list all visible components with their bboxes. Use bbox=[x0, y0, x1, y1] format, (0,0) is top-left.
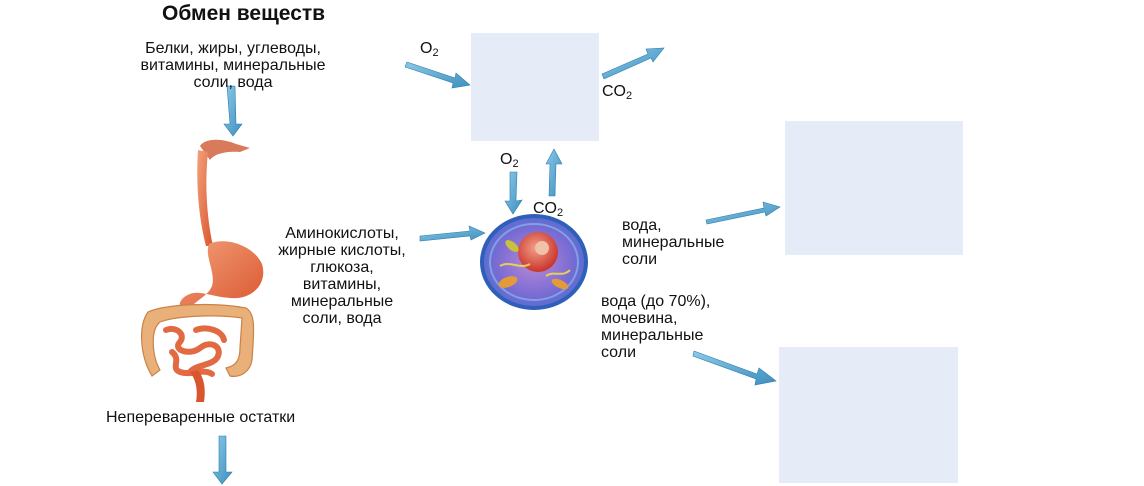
arrow-undigested-down bbox=[212, 435, 233, 485]
cell-illustration bbox=[480, 214, 588, 310]
label-intake-line-2: витамины, минеральные bbox=[140, 57, 326, 74]
arrows bbox=[212, 47, 781, 485]
label-o2-main: O2 bbox=[420, 40, 439, 62]
label-co2-cell-text: CO bbox=[533, 200, 557, 217]
label-urine: вода (до 70%), мочевина, минеральные сол… bbox=[601, 293, 710, 361]
arrow-to-kidneys bbox=[692, 350, 777, 386]
label-o2-main-sub: 2 bbox=[432, 47, 439, 59]
arrow-to-cell bbox=[419, 225, 486, 242]
label-absorbed: Аминокислоты, жирные кислоты, глюкоза, в… bbox=[252, 225, 432, 327]
diagram-title: Обмен веществ bbox=[162, 2, 326, 25]
label-co2-cell: CO2 bbox=[533, 200, 563, 222]
blank-box-lungs bbox=[471, 33, 599, 141]
label-water-salts: вода, минеральные соли bbox=[622, 217, 724, 268]
label-co2-main: CO2 bbox=[602, 83, 632, 105]
label-urine-line-3: минеральные bbox=[601, 327, 704, 344]
label-water-salts-line-1: вода, bbox=[622, 217, 662, 234]
label-intake-line-1: Белки, жиры, углеводы, bbox=[145, 40, 321, 57]
arrow-o2-in bbox=[404, 61, 471, 89]
blank-box-skin bbox=[785, 121, 963, 255]
label-urine-line-1: вода (до 70%), bbox=[601, 293, 711, 310]
arrow-o2-down bbox=[504, 171, 523, 215]
label-absorbed-line-5: минеральные bbox=[290, 293, 394, 310]
label-absorbed-line-4: витамины, bbox=[302, 276, 382, 293]
digestive-system-illustration bbox=[141, 139, 264, 402]
label-water-salts-line-3: соли bbox=[622, 251, 657, 268]
label-urine-line-4: соли bbox=[601, 344, 636, 361]
label-o2-cell: O2 bbox=[500, 151, 519, 173]
label-absorbed-line-6: соли, вода bbox=[302, 310, 382, 327]
arrow-intake-down bbox=[223, 85, 243, 137]
label-co2-main-text: CO bbox=[602, 83, 626, 100]
label-co2-cell-sub: 2 bbox=[557, 207, 564, 219]
label-undigested: Непереваренные остатки bbox=[106, 409, 296, 426]
label-intake: Белки, жиры, углеводы, витамины, минерал… bbox=[108, 40, 358, 91]
label-absorbed-line-1: Аминокислоты, bbox=[285, 225, 399, 242]
arrow-to-skin bbox=[705, 201, 781, 225]
label-water-salts-line-2: минеральные bbox=[622, 234, 725, 251]
label-o2-main-text: O bbox=[420, 40, 433, 57]
label-urine-line-2: мочевина, bbox=[601, 310, 678, 327]
label-co2-main-sub: 2 bbox=[626, 90, 633, 102]
label-intake-line-3: соли, вода bbox=[193, 74, 273, 91]
arrow-co2-out bbox=[601, 47, 665, 80]
label-o2-cell-text: O bbox=[500, 151, 513, 168]
label-o2-cell-sub: 2 bbox=[512, 158, 519, 170]
label-absorbed-line-3: глюкоза, bbox=[310, 259, 374, 276]
label-absorbed-line-2: жирные кислоты, bbox=[278, 242, 406, 259]
blank-box-kidneys bbox=[779, 347, 958, 483]
arrow-co2-up bbox=[545, 148, 563, 197]
